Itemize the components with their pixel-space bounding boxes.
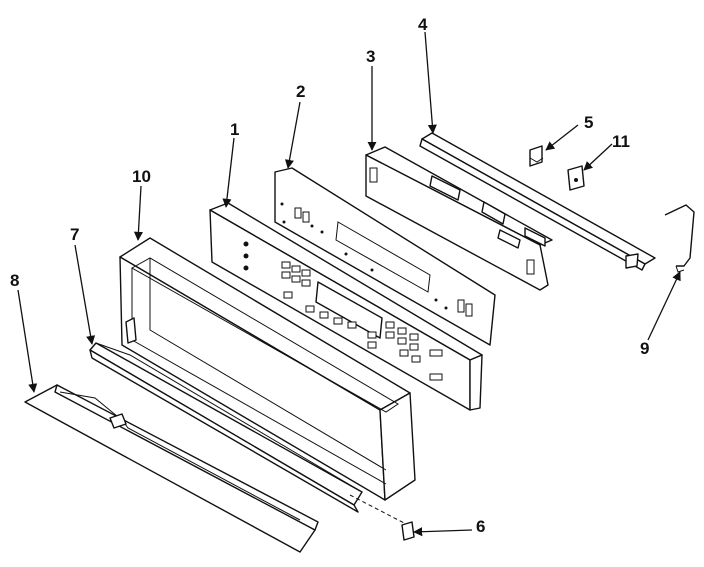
part-1-control-overlay: [209, 202, 483, 411]
callout-7: 7: [70, 225, 79, 244]
part-5-clip: [529, 145, 544, 167]
callout-5: 5: [584, 113, 593, 132]
callout-8: 8: [10, 271, 19, 290]
callout-2: 2: [296, 82, 305, 101]
callout-labels: 1 2 3 4 5 11 9 10 7 8 6: [10, 15, 649, 536]
callout-4: 4: [418, 15, 428, 34]
overlay-keypad-right: [367, 321, 443, 381]
leader-lines: [17, 31, 681, 537]
callout-3: 3: [366, 47, 375, 66]
callout-9: 9: [640, 339, 649, 358]
overlay-keypad-left: [281, 261, 311, 299]
part-11-small-bracket: [567, 165, 585, 191]
callout-10: 10: [132, 167, 151, 186]
part-10-panel-housing: [119, 237, 416, 501]
overlay-keypad-bottom: [305, 305, 357, 329]
part-7-front-trim: [89, 342, 363, 513]
callout-1: 1: [230, 120, 239, 139]
callout-11: 11: [612, 132, 630, 151]
callout-6: 6: [476, 517, 485, 536]
part-8-trim-strip: [24, 384, 319, 553]
part-9-bracket: [664, 204, 695, 273]
part-3-control-board: [365, 146, 553, 291]
part-4-rail: [419, 132, 656, 271]
part-6-screw-clip: [349, 494, 415, 541]
